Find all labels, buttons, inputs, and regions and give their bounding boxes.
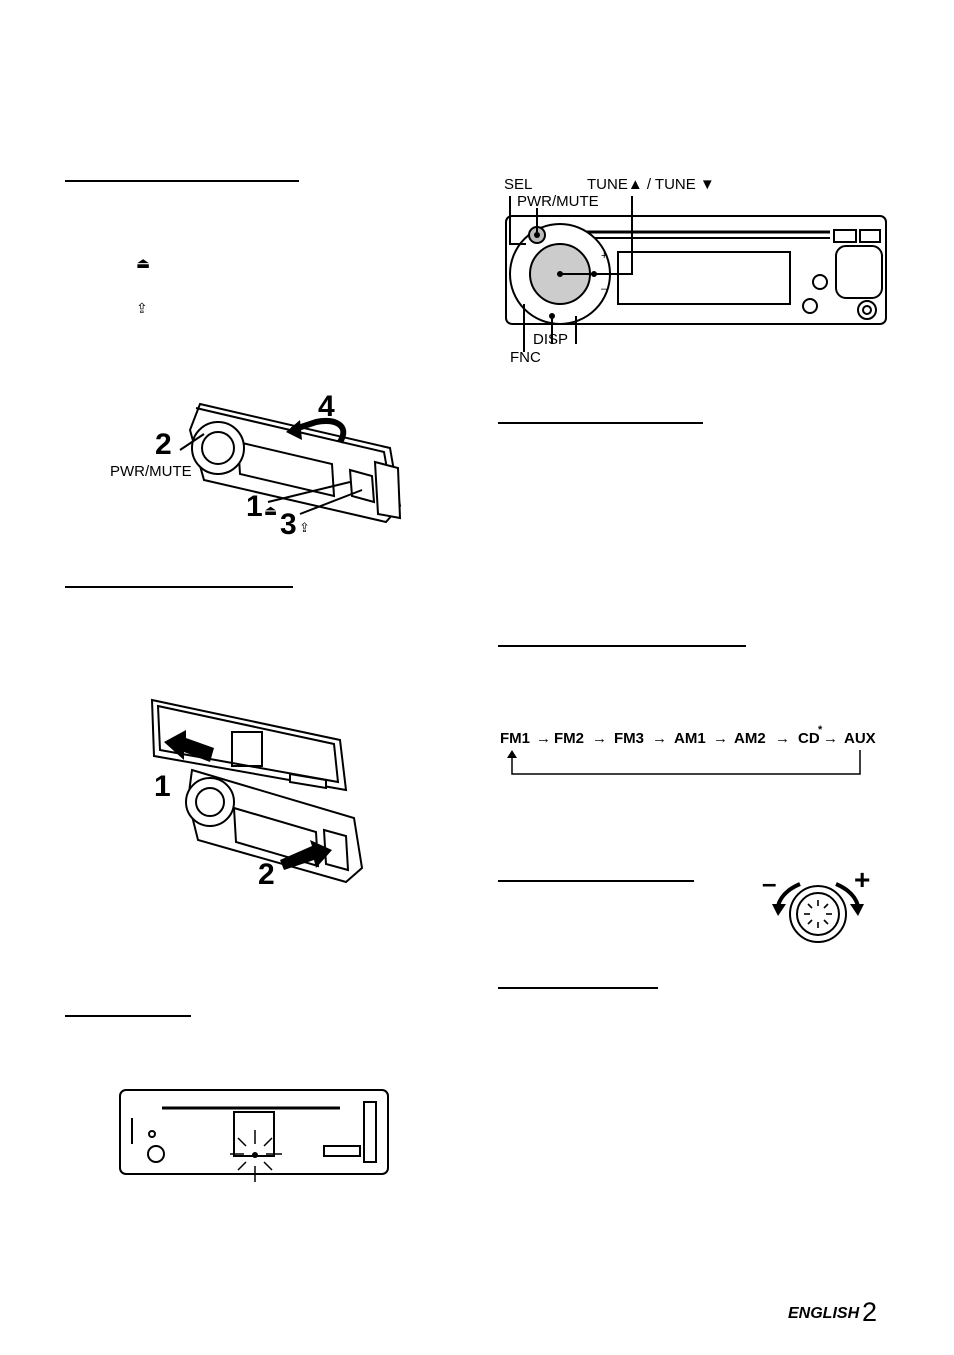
volume-knob-illustration: – + <box>762 864 880 944</box>
arrow-icon: → <box>713 730 728 747</box>
attach-step-2: 2 <box>258 858 275 891</box>
front-panel-drawing <box>505 196 887 352</box>
volume-plus-label: + <box>854 864 871 895</box>
footer-language: ENGLISH <box>788 1305 860 1322</box>
attach-step-1: 1 <box>154 770 171 803</box>
section-rule-mute <box>498 987 658 989</box>
source-aux: AUX <box>844 730 876 747</box>
detach-step-2: 2 <box>155 428 172 461</box>
detach-illustration: 4 2 PWR/MUTE 1 ⏏ 3 ⇪ <box>100 390 420 550</box>
panel-label-disp: DISP <box>533 331 569 348</box>
arrow-icon: → <box>823 730 838 747</box>
section-rule-turning-on <box>498 422 703 424</box>
panel-label-sel: SEL <box>504 176 533 193</box>
detach-step-1: 1 <box>246 490 263 523</box>
arrow-icon: → <box>592 730 607 747</box>
detach-eject-symbol: ⏏ <box>264 502 278 518</box>
source-fm1: FM1 <box>500 730 530 747</box>
reset-illustration <box>118 1088 393 1183</box>
arrow-icon: → <box>775 730 790 747</box>
section-rule-attach <box>65 586 293 588</box>
volume-minus-label: – <box>762 868 777 898</box>
arrow-icon: → <box>652 730 667 747</box>
section-rule-detach <box>65 180 299 182</box>
loop-back-arrow <box>507 750 861 775</box>
volume-knob-icon <box>772 882 864 943</box>
panel-label-fnc: FNC <box>510 349 541 366</box>
source-fm3: FM3 <box>614 730 644 747</box>
source-am1: AM1 <box>674 730 706 747</box>
source-sequence: FM1 → FM2 → FM3 → AM1 → AM2 → CD * → AUX <box>498 724 878 780</box>
panel-label-tune: TUNE▲ / TUNE ▼ <box>587 176 715 193</box>
attach-front-panel-drawing <box>150 698 364 884</box>
eject-symbol: ⏏ <box>136 255 151 272</box>
panel-label-minus: – <box>601 283 608 295</box>
section-rule-source <box>498 645 746 647</box>
panel-label-plus: + <box>601 250 608 262</box>
detach-pwr-mute-label: PWR/MUTE <box>110 463 192 480</box>
detach-step-3: 3 <box>280 508 297 541</box>
page-footer: ENGLISH 2 <box>784 1297 894 1331</box>
cd-asterisk: * <box>818 724 823 736</box>
detach-step-4: 4 <box>318 390 335 423</box>
source-cd: CD <box>798 730 820 747</box>
source-fm2: FM2 <box>554 730 584 747</box>
release-symbol: ⇪ <box>136 300 148 316</box>
detach-release-symbol: ⇪ <box>299 520 310 535</box>
front-panel-diagram: SEL TUNE▲ / TUNE ▼ PWR/MUTE + – DISP FNC <box>500 176 890 371</box>
section-rule-reset <box>65 1015 191 1017</box>
arrow-icon: → <box>536 730 551 747</box>
section-rule-volume <box>498 880 694 882</box>
panel-label-pwr-mute: PWR/MUTE <box>517 193 599 210</box>
source-am2: AM2 <box>734 730 766 747</box>
attach-illustration: 1 2 <box>140 690 380 900</box>
chassis-reset-drawing <box>119 1089 389 1182</box>
footer-page-number: 2 <box>862 1297 878 1327</box>
detach-front-panel-drawing <box>179 402 402 524</box>
